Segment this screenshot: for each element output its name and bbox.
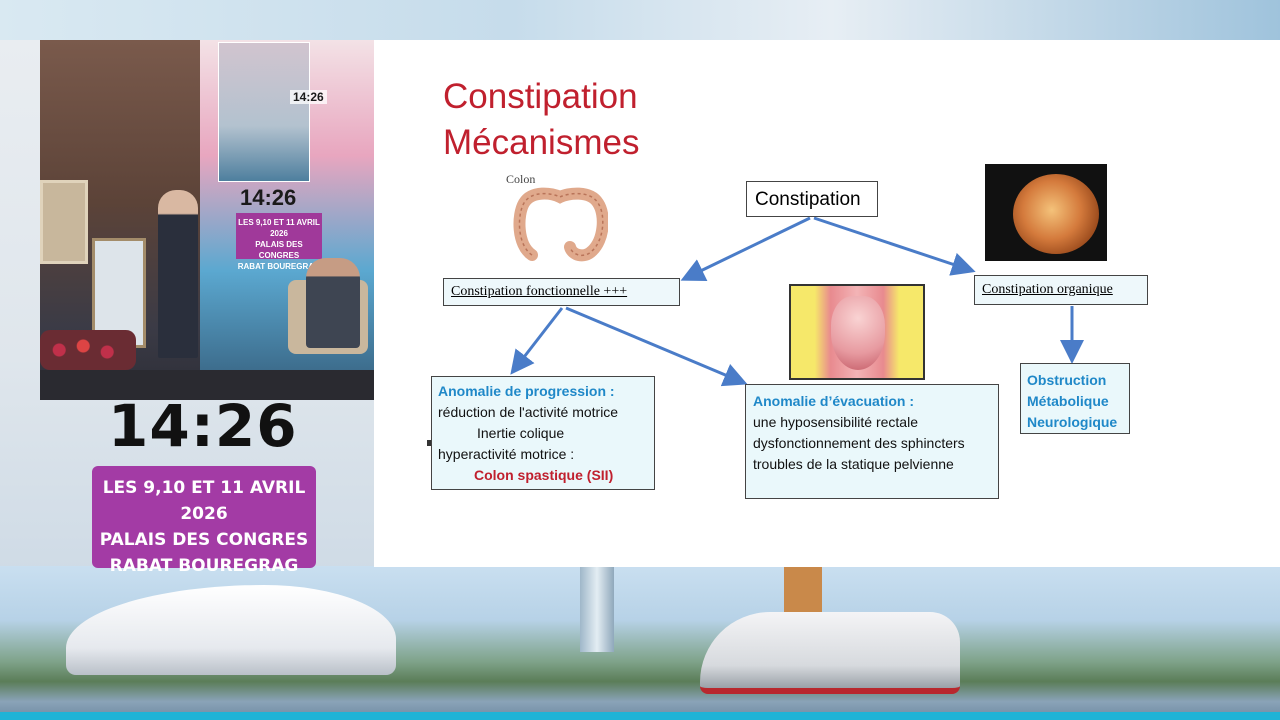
event-banner-line: RABAT BOUREGRAG — [109, 556, 299, 576]
organic-cause: Métabolique — [1027, 393, 1109, 409]
progression-line: Inertie colique — [477, 425, 565, 441]
background-top — [0, 0, 1280, 40]
evacuation-line: dysfonctionnement des sphincters — [753, 435, 965, 451]
live-clock: 14:26 — [108, 392, 298, 460]
flower-arrangement — [40, 330, 136, 370]
bottom-accent-line — [0, 712, 1280, 720]
flow-arrows — [510, 216, 1084, 387]
colon-illustration — [513, 187, 608, 262]
slide-title: Constipation Mécanismes — [443, 74, 639, 166]
mouse-cursor — [427, 440, 431, 446]
stage-banner-line: RABAT BOUREGRAG — [237, 262, 321, 271]
stage-banner-line: PALAIS DES CONGRES — [255, 240, 303, 260]
presentation-slide: Constipation Mécanismes Colon Constipati… — [374, 40, 1280, 567]
endoscopy-image — [985, 164, 1107, 261]
seated-person — [306, 258, 360, 348]
stage-inner-screen — [218, 42, 310, 182]
stage-inner-clock: 14:26 — [290, 90, 327, 104]
stage-banner-line: LES 9,10 ET 11 AVRIL 2026 — [238, 218, 320, 238]
functional-constipation-box: Constipation fonctionnelle +++ — [443, 278, 680, 306]
slide-title-line: Constipation — [443, 77, 638, 116]
organic-constipation-label: Constipation organique — [982, 282, 1113, 297]
speaker-video: 14:26 14:26 LES 9,10 ET 11 AVRIL 2026 PA… — [40, 40, 374, 400]
organic-cause: Obstruction — [1027, 372, 1107, 388]
evacuation-heading: Anomalie d’évacuation : — [753, 393, 915, 409]
event-banner-line: PALAIS DES CONGRES — [99, 530, 309, 550]
stage-floor — [40, 370, 374, 400]
tower-building — [580, 566, 614, 652]
stage-event-banner: LES 9,10 ET 11 AVRIL 2026 PALAIS DES CON… — [236, 213, 322, 271]
organic-constipation-box: Constipation organique — [974, 275, 1148, 305]
hassan-tower — [784, 566, 822, 616]
speaker-person — [158, 190, 198, 358]
progression-line: hyperactivité motrice : — [438, 446, 575, 462]
slide-title-line: Mécanismes — [443, 123, 640, 162]
event-banner-line: LES 9,10 ET 11 AVRIL 2026 — [102, 478, 306, 524]
evacuation-anomaly-box: Anomalie d’évacuation : une hyposensibil… — [745, 384, 999, 499]
organic-causes-box: Obstruction Métabolique Neurologique — [1020, 363, 1130, 434]
progression-heading: Anomalie de progression : — [438, 383, 615, 399]
wall-portrait — [40, 180, 88, 264]
progression-line-highlight: Colon spastique (SII) — [474, 467, 614, 483]
functional-constipation-label: Constipation fonctionnelle +++ — [451, 284, 628, 299]
evacuation-line: troubles de la statique pelvienne — [753, 456, 954, 472]
progression-anomaly-box: Anomalie de progression : réduction de l… — [431, 376, 655, 490]
event-banner: LES 9,10 ET 11 AVRIL 2026 PALAIS DES CON… — [92, 466, 316, 576]
standing-portrait — [92, 238, 146, 348]
progression-line: réduction de l'activité motrice — [438, 404, 619, 420]
anorectal-anatomy-image — [789, 284, 925, 380]
evacuation-line: une hyposensibilité rectale — [753, 414, 918, 430]
colon-label: Colon — [506, 172, 536, 186]
constipation-box: Constipation — [746, 181, 878, 217]
high-speed-train — [700, 612, 960, 694]
stage-clock: 14:26 — [240, 185, 297, 210]
organic-cause: Neurologique — [1027, 414, 1118, 430]
